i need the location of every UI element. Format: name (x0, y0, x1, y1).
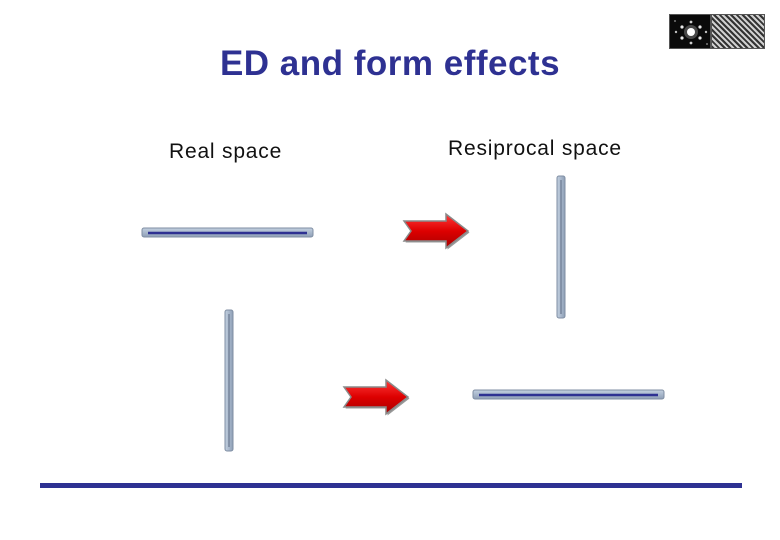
slide-title: ED and form effects (219, 44, 561, 83)
real-space-vertical-rod (224, 309, 234, 452)
lattice-image (711, 14, 765, 49)
reciprocal-space-vertical-rod (556, 175, 566, 319)
real-space-label: Real space (169, 140, 283, 163)
transform-arrow-top (402, 212, 470, 250)
real-space-horizontal-rod (141, 227, 314, 238)
slide-footer-rule (40, 483, 742, 488)
transform-arrow-bottom (342, 378, 410, 416)
reciprocal-space-label: Resiprocal space (448, 137, 622, 160)
reciprocal-space-horizontal-rod (472, 389, 665, 400)
corner-thumbnails (669, 14, 765, 49)
diffraction-pattern-image (669, 14, 711, 49)
